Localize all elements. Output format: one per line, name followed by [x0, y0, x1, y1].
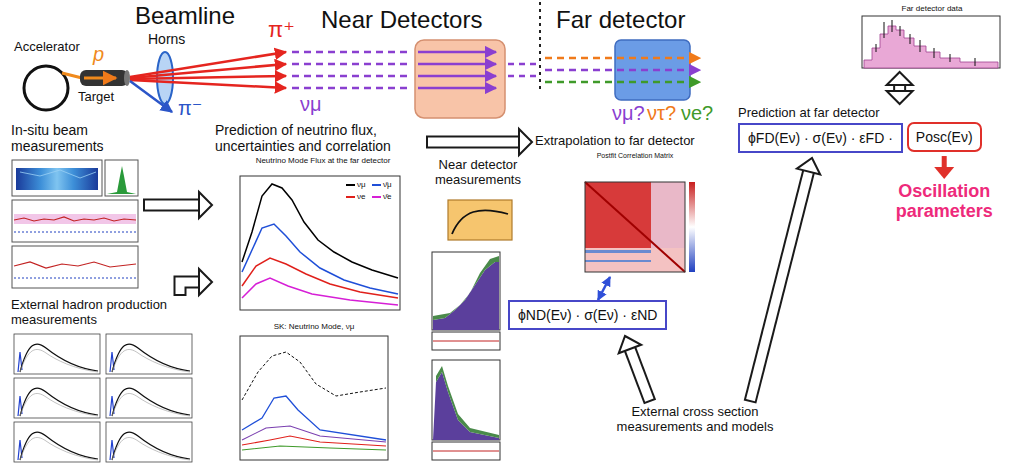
flow-arrow	[143, 192, 212, 218]
legend-text: νe	[357, 192, 365, 201]
node-label: Far detector data	[848, 4, 1002, 13]
near-detector-event	[448, 200, 512, 240]
target	[80, 70, 130, 86]
cross-section-arrow	[750, 158, 820, 402]
connector-line	[598, 277, 610, 300]
far-detector-histogram	[862, 16, 1000, 68]
arrow-outline	[426, 136, 519, 149]
correlation-matrix	[585, 182, 695, 272]
legend-text: ν̄μ	[383, 180, 392, 189]
part-label: Accelerator	[14, 40, 80, 55]
arrow-head	[199, 269, 212, 295]
neutrino-beam	[292, 52, 412, 88]
legend-item: νe	[346, 193, 365, 201]
near-detector-box: Near Detectors	[318, 4, 518, 120]
section-title: Beamline	[135, 2, 235, 30]
near-detector-measurement: Near detector measurements	[428, 156, 528, 246]
result-arrow	[934, 156, 954, 179]
hadron-production-panel: External hadron production measurements	[8, 296, 198, 466]
node-label: External hadron production measurements	[11, 298, 195, 328]
legend-item: ν̄e	[372, 193, 391, 201]
legend-swatch	[346, 196, 355, 198]
node-subtitle: Postfit Correlation Matrix	[585, 152, 685, 160]
particle-label: ντ?	[647, 102, 676, 125]
flux-error-plot: SK: Neutrino Mode, νμ	[222, 320, 392, 465]
node-label: Near Detectors	[321, 6, 515, 34]
flux-plot	[240, 176, 400, 310]
flow-arrow	[887, 72, 913, 104]
flux-error-plot	[240, 336, 388, 460]
link-arrow	[598, 277, 610, 300]
legend-swatch	[372, 196, 381, 198]
particle-label: π⁻	[178, 97, 202, 120]
legend-text: ν̄e	[383, 192, 391, 201]
divider-line	[539, 2, 541, 90]
particle-label: p	[93, 43, 104, 66]
node-label: Prediction of neutrino flux, uncertainti…	[215, 122, 423, 154]
arrow-fill	[145, 201, 199, 210]
node-label: Far detector	[556, 6, 700, 34]
node-subtitle: ϕFD(Eν) · σ(Eν) · εFD ·	[738, 123, 903, 153]
fd-prediction-formula: Prediction at far detector ϕFD(Eν) · σ(Eν…	[735, 104, 906, 155]
particle-label: νe?	[681, 102, 713, 125]
annotation-text: External cross section measurements and …	[590, 405, 800, 435]
legend-item: νμ	[346, 181, 366, 189]
pion-tracks	[130, 52, 286, 112]
oscillation-probability-box: Posc(Eν)	[907, 122, 982, 152]
result-label: Oscillation parameters	[890, 182, 998, 222]
legend-swatch	[346, 184, 355, 186]
node-label: Near detector measurements	[431, 158, 525, 188]
node-label: In-situ beam measurements	[11, 122, 140, 154]
near-detector-plots	[432, 252, 500, 460]
part-label: Horns	[148, 31, 185, 47]
arrow-fill	[428, 138, 519, 147]
flow-arrow	[180, 269, 212, 296]
arrow-outline	[180, 282, 199, 296]
node-label: Prediction at far detector	[738, 106, 903, 121]
nd-prediction-formula: ϕND(Eν) · σ(Eν) · εND	[508, 300, 667, 330]
legend-item: ν̄μ	[372, 181, 392, 189]
arrow-head	[887, 91, 913, 104]
far-detector	[545, 40, 700, 100]
particle-label: νμ	[300, 93, 322, 116]
node-label: SK: Neutrino Mode, νμ	[225, 322, 389, 331]
beam-monitor-plots	[12, 160, 138, 288]
far-detector-box: Far detector	[553, 4, 703, 99]
beam-measurement-panel: In-situ beam measurements	[8, 120, 143, 292]
correlation-matrix-panel: Extrapolation to far detectorPostfit Cor…	[532, 132, 722, 277]
far-detector-plot: Far detector data	[845, 2, 1005, 72]
node-subtitle: Neutrino Mode Flux at the far detector	[241, 156, 405, 165]
legend-swatch	[372, 184, 381, 186]
flux-prediction-panel: Prediction of neutrino flux, uncertainti…	[212, 120, 426, 316]
node-label: ϕND(Eν) · σ(Eν) · εND	[510, 302, 665, 328]
arrow-fill	[180, 282, 199, 294]
node-label: Extrapolation to far detector	[535, 134, 719, 149]
arrow-outline	[143, 199, 199, 212]
particle-label: νμ?	[612, 102, 645, 125]
flow-arrow	[426, 129, 532, 155]
particle-label: π⁺	[268, 17, 295, 42]
near-detector	[415, 40, 536, 118]
arrow-head	[199, 192, 212, 218]
arrow-head	[519, 129, 532, 155]
legend-text: νμ	[357, 180, 366, 189]
accelerator-ring	[24, 66, 82, 110]
node-label: Posc(Eν)	[909, 124, 980, 150]
part-label: Target	[78, 90, 114, 105]
arrow-head	[887, 72, 913, 85]
cross-section-arrow	[619, 336, 650, 402]
hadron-production-plots	[14, 334, 192, 462]
